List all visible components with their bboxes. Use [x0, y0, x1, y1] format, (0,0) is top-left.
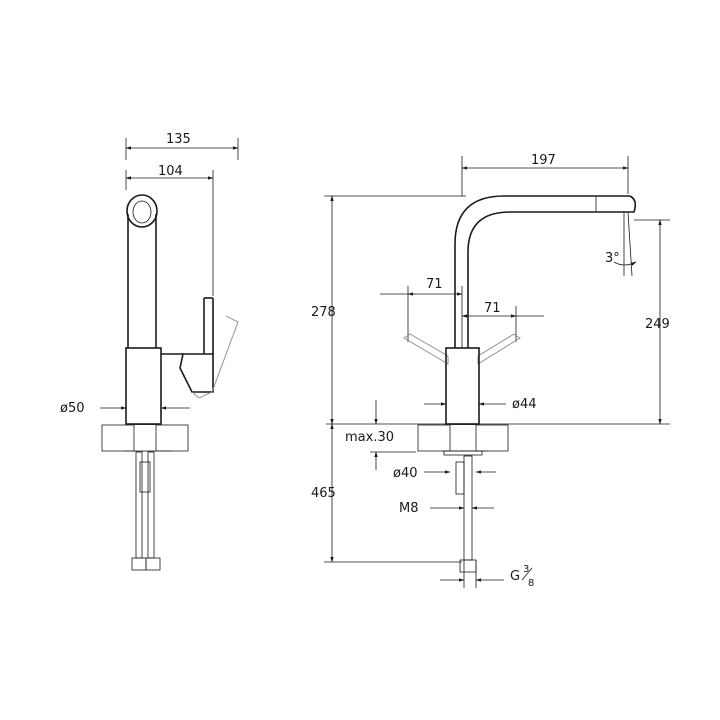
dim-total-depth-label: 135	[166, 132, 191, 147]
spout-front: 3°	[454, 195, 637, 348]
supply-hoses-front	[455, 455, 477, 573]
dimension-body-diameter: ø44	[424, 397, 537, 412]
dimension-total-depth: 135	[125, 132, 239, 160]
spout-column-side	[126, 194, 158, 348]
dim-hose-length-label: 465	[311, 486, 336, 501]
dim-angle-label: 3°	[605, 251, 620, 266]
dim-lever-right-label: 71	[484, 301, 501, 316]
dim-connection-denominator: 8	[528, 578, 534, 589]
front-view: 197 278 249 3°	[311, 153, 670, 589]
tap-body-front	[445, 347, 480, 425]
supply-hoses-side	[131, 451, 161, 571]
dimension-thread: M8	[399, 501, 494, 516]
dim-total-height-label: 278	[311, 305, 336, 320]
dim-body-diameter-label: ø44	[512, 397, 537, 412]
dim-base-diameter-label: ø50	[60, 401, 85, 416]
dimension-hole-diameter: ø40	[393, 466, 496, 481]
side-view: 135 104	[60, 132, 239, 571]
dim-hole-diameter-label: ø40	[393, 466, 418, 481]
dim-connection-prefix: G	[510, 569, 520, 584]
countertop-front	[417, 424, 509, 456]
dim-spout-depth-label: 104	[158, 164, 183, 179]
dimension-base-diameter: ø50	[60, 401, 190, 416]
dim-connection-numerator: 3	[523, 564, 529, 575]
dimension-hose-length: 465	[311, 423, 462, 563]
dimension-total-height: 278	[311, 195, 466, 425]
countertop-side	[101, 424, 189, 452]
tap-body-side	[125, 297, 239, 425]
dimension-spout-depth: 104	[125, 164, 214, 296]
dimension-spout-reach: 197	[461, 153, 629, 196]
dimension-max-thickness: max.30	[345, 400, 416, 470]
dimension-connection: G 3 8	[440, 560, 534, 589]
dim-lever-left-label: 71	[426, 277, 443, 292]
dim-max-thickness-label: max.30	[345, 430, 394, 445]
dimension-lever-swing: 71 71	[380, 277, 544, 365]
dim-spout-reach-label: 197	[531, 153, 556, 168]
dim-thread-label: M8	[399, 501, 419, 516]
dim-spout-height-label: 249	[645, 317, 670, 332]
dimension-spout-height: 249	[634, 219, 670, 425]
